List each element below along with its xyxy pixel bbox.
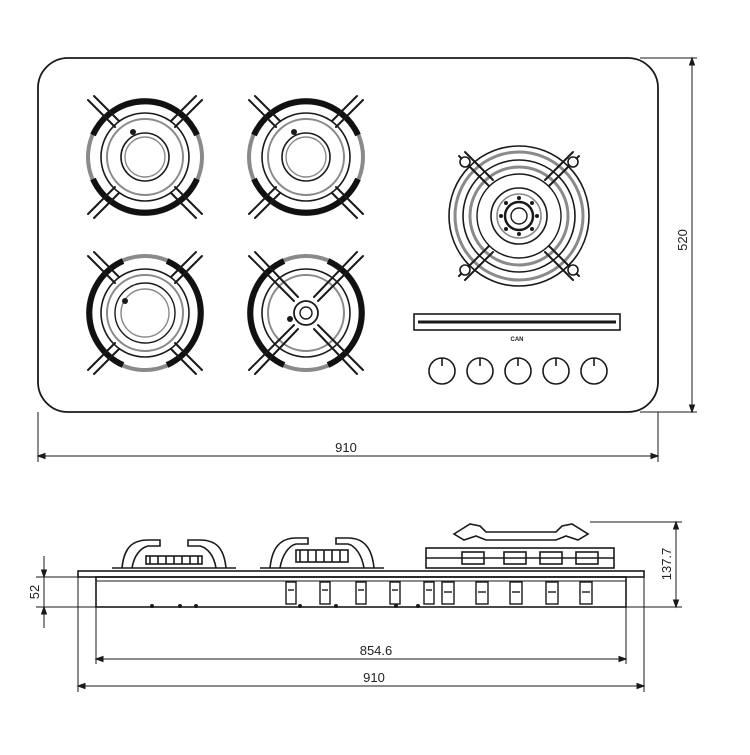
control-strip bbox=[413, 313, 621, 331]
pan-support-side-wok bbox=[425, 523, 615, 569]
cutout-width-label: 854.6 bbox=[360, 643, 393, 658]
knob-1 bbox=[428, 357, 456, 385]
top-width-label: 910 bbox=[335, 440, 357, 455]
cutout-width-dimension bbox=[94, 607, 628, 664]
pan-support-side-left bbox=[112, 539, 236, 569]
overall-width-label: 910 bbox=[363, 670, 385, 685]
burner-front-left bbox=[86, 251, 204, 375]
top-depth-dimension bbox=[640, 56, 697, 414]
knob-5 bbox=[580, 357, 608, 385]
below-counter-dimension bbox=[36, 556, 96, 628]
brand-label: CAN bbox=[511, 337, 524, 343]
feet bbox=[150, 604, 420, 608]
below-counter-label: 52 bbox=[27, 585, 42, 599]
overall-width-dimension bbox=[76, 577, 646, 692]
lower-body bbox=[95, 576, 627, 608]
total-height-dimension bbox=[590, 520, 682, 609]
top-width-dimension bbox=[36, 412, 660, 462]
glass-top-plate bbox=[77, 570, 645, 578]
top-depth-label: 520 bbox=[675, 229, 690, 251]
hob-outline bbox=[37, 57, 659, 413]
burner-rear-left bbox=[86, 95, 204, 219]
burner-wok bbox=[448, 145, 590, 287]
total-height-label: 137.7 bbox=[659, 548, 674, 581]
knob-4 bbox=[542, 357, 570, 385]
burner-rear-center bbox=[247, 95, 365, 219]
knob-2 bbox=[466, 357, 494, 385]
top-view: CAN 910 520 bbox=[36, 56, 697, 462]
burner-front-center bbox=[247, 251, 365, 375]
knob-3 bbox=[504, 357, 532, 385]
side-view: 52 137.7 854.6 910 bbox=[27, 520, 682, 692]
pan-support-side-center bbox=[260, 537, 384, 569]
valves bbox=[285, 581, 593, 605]
control-knobs bbox=[428, 357, 608, 385]
